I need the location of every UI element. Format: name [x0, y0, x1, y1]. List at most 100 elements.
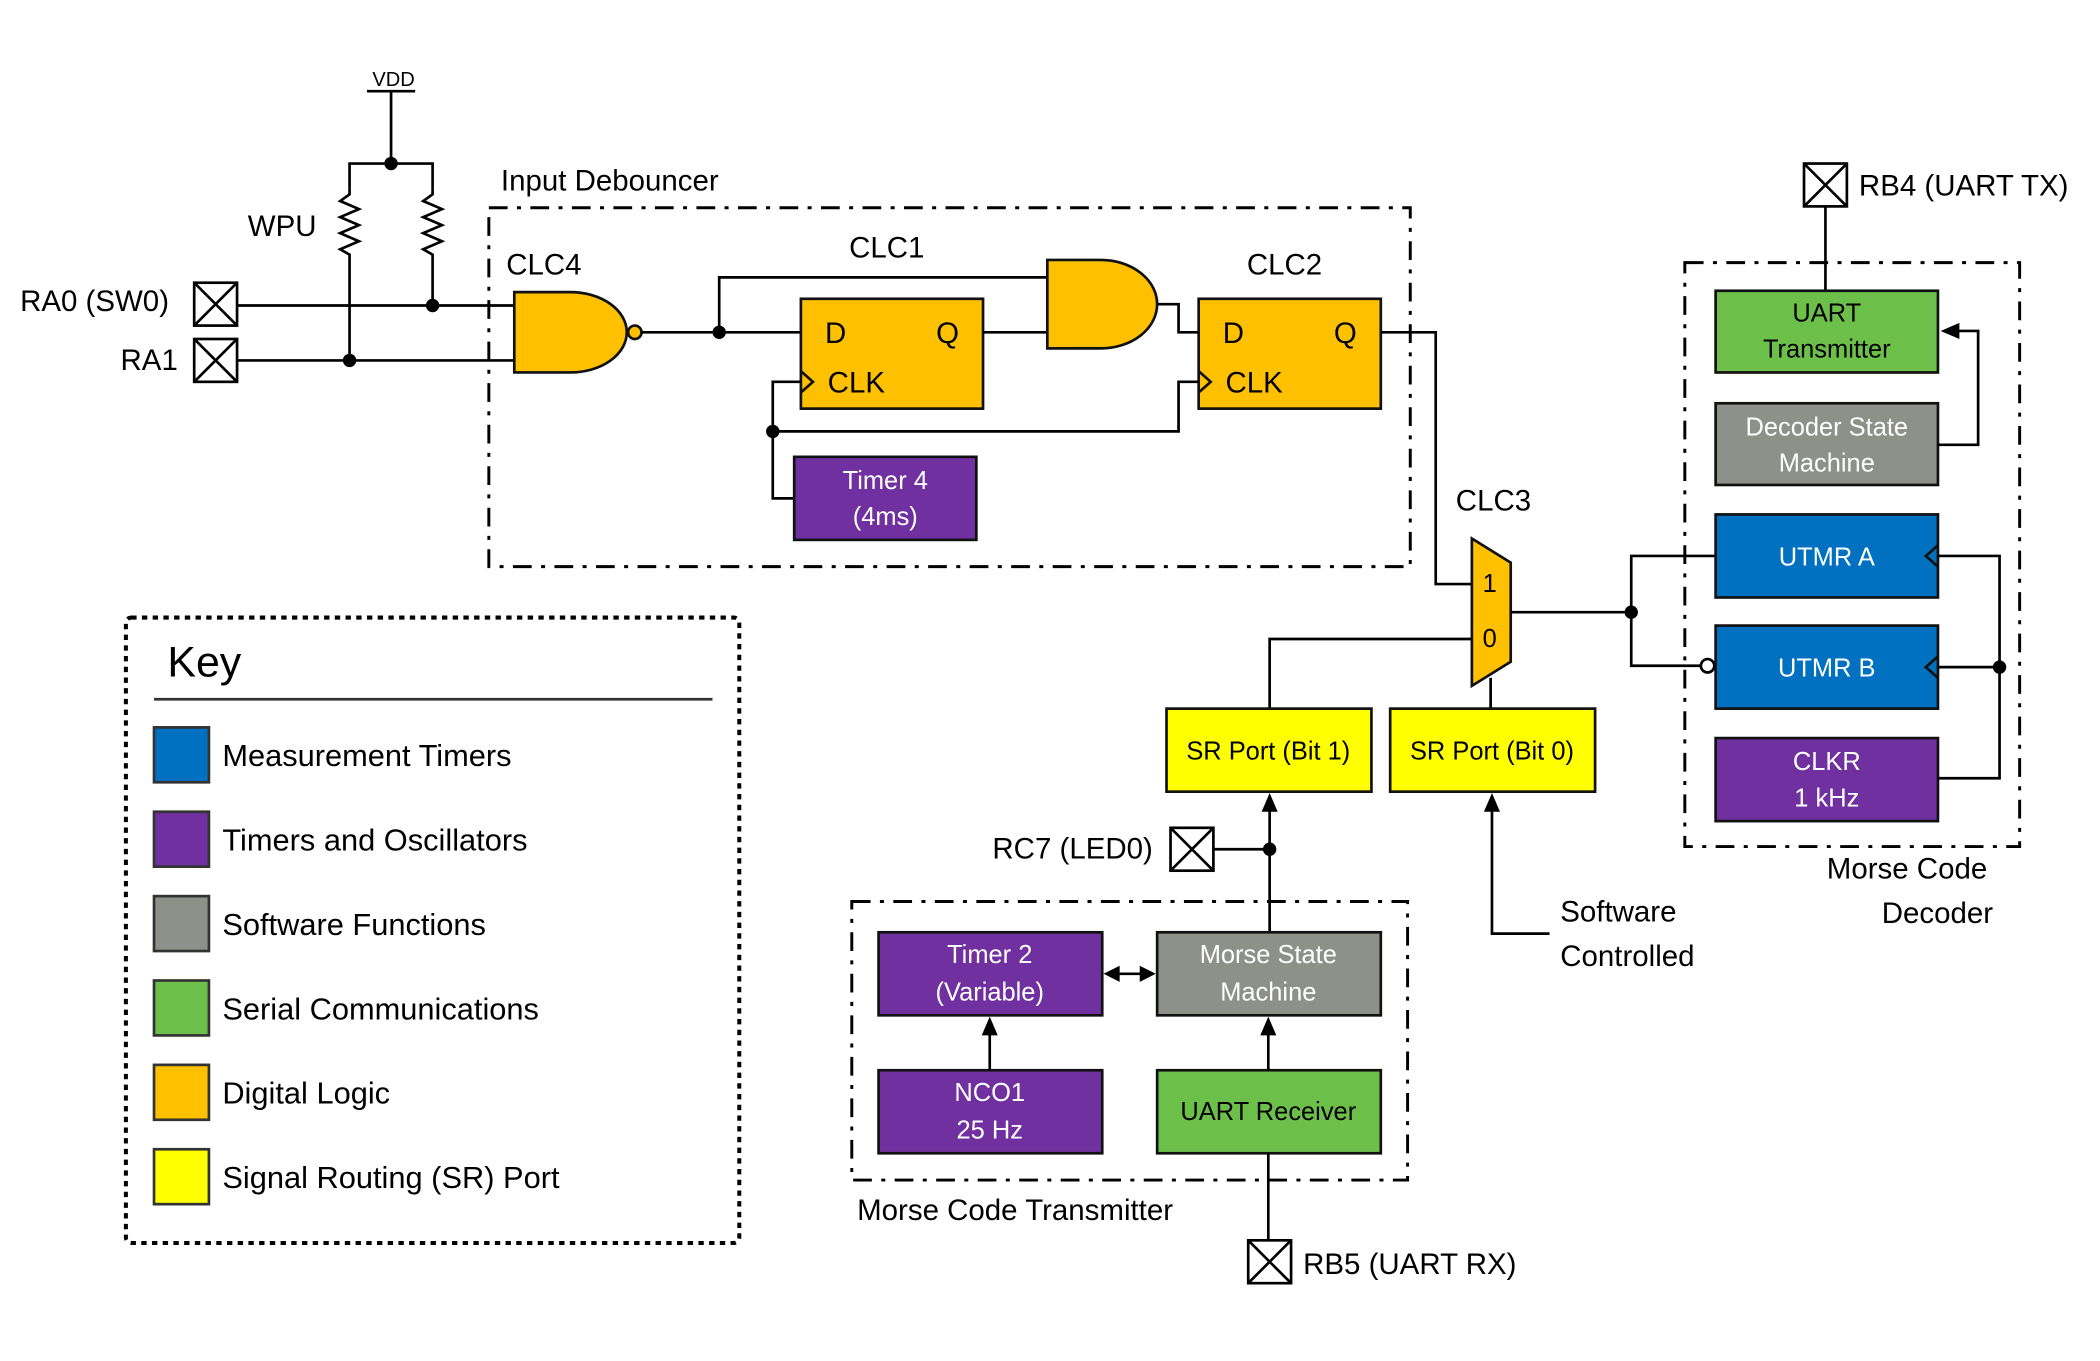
clc1-label: CLC1: [849, 231, 924, 264]
svg-text:Controlled: Controlled: [1560, 940, 1694, 973]
svg-text:Morse State: Morse State: [1200, 941, 1337, 969]
svg-text:NCO1: NCO1: [954, 1079, 1025, 1107]
clock-input-icon: [1923, 544, 1939, 568]
clc3-mux: 1 0: [1470, 536, 1513, 689]
svg-text:Machine: Machine: [1779, 450, 1875, 478]
arrow-left-icon: [1940, 322, 1960, 339]
svg-text:RB5 (UART RX): RB5 (UART RX): [1303, 1248, 1516, 1281]
pin-rc7: RC7 (LED0): [992, 826, 1215, 873]
legend-label: Measurement Timers: [222, 738, 511, 773]
decoder-state-machine-block: Decoder State Machine: [1714, 401, 1940, 487]
svg-text:CLKR: CLKR: [1793, 748, 1861, 776]
arrow-up-icon: [1261, 793, 1278, 812]
and-gate: [1045, 258, 1159, 350]
inversion-bubble: [626, 324, 643, 341]
legend-swatch: [152, 894, 211, 953]
uart-transmitter-block: UART Transmitter: [1714, 289, 1940, 374]
svg-text:UTMR B: UTMR B: [1778, 654, 1876, 682]
svg-text:UART: UART: [1792, 300, 1861, 328]
morse-decoder-label: Morse Code: [1827, 853, 1987, 886]
wpu-label: WPU: [248, 210, 317, 243]
clock-input-icon: [1923, 655, 1939, 679]
svg-text:Machine: Machine: [1220, 979, 1316, 1007]
clc4-label: CLC4: [506, 249, 581, 282]
legend-item: Timers and Oscillators: [152, 810, 528, 868]
clc2-flip-flop: D Q CLK: [1197, 297, 1383, 410]
resistor-wpu-1: [336, 187, 363, 360]
svg-text:Transmitter: Transmitter: [1763, 336, 1891, 364]
timer4-block: Timer 4 (4ms): [792, 455, 978, 542]
inversion-bubble: [1699, 657, 1716, 674]
svg-text:Decoder State: Decoder State: [1745, 413, 1908, 441]
morse-decoder-group: [1683, 261, 2022, 849]
svg-text:RA1: RA1: [121, 344, 178, 377]
pin-ra0: RA0 (SW0): [20, 281, 239, 327]
pin-rb5: RB5 (UART RX): [1246, 1238, 1516, 1285]
svg-text:CLK: CLK: [1225, 367, 1283, 400]
legend-item: Digital Logic: [152, 1063, 390, 1122]
arrow-right-icon: [1139, 965, 1156, 982]
svg-text:CLK: CLK: [828, 367, 886, 400]
legend-item: Signal Routing (SR) Port: [152, 1147, 560, 1206]
pin-ra1: RA1: [121, 337, 239, 384]
input-debouncer-group: [487, 206, 1412, 569]
vdd-supply: VDD WPU: [248, 69, 446, 360]
legend-item: Serial Communications: [152, 979, 539, 1037]
clock-edge-icon: [1197, 370, 1213, 394]
svg-text:RB4 (UART TX): RB4 (UART TX): [1859, 170, 2069, 203]
morse-transmitter-label: Morse Code Transmitter: [857, 1194, 1173, 1227]
vdd-label: VDD: [372, 69, 414, 91]
pin-rb4: RB4 (UART TX): [1802, 162, 2069, 208]
legend-label: Digital Logic: [222, 1076, 390, 1111]
legend-title: Key: [167, 638, 241, 686]
clc3-label: CLC3: [1456, 484, 1531, 517]
svg-text:UTMR A: UTMR A: [1779, 543, 1875, 571]
utmr-b-block: UTMR B: [1714, 624, 1940, 710]
clkr-block: CLKR 1 kHz: [1714, 736, 1940, 823]
sr-port-bit0: SR Port (Bit 0): [1388, 707, 1597, 793]
clc1-flip-flop: D Q CLK: [799, 297, 985, 410]
legend-label: Serial Communications: [222, 991, 539, 1026]
input-debouncer-label: Input Debouncer: [501, 164, 719, 197]
svg-text:0: 0: [1483, 625, 1497, 653]
svg-text:Q: Q: [1334, 317, 1357, 350]
legend-swatch: [152, 979, 211, 1037]
software-controlled-label: Software: [1560, 896, 1676, 929]
uart-receiver-block: UART Receiver: [1155, 1068, 1383, 1155]
legend-swatch: [152, 726, 211, 784]
svg-text:(Variable): (Variable): [936, 979, 1044, 1007]
legend-swatch: [152, 1147, 211, 1206]
clc2-label: CLC2: [1247, 249, 1322, 282]
svg-text:D: D: [825, 317, 846, 350]
svg-text:Timer 4: Timer 4: [843, 467, 928, 495]
arrow-up-icon: [981, 1016, 998, 1036]
arrow-up-icon: [1483, 793, 1500, 812]
resistor-wpu-2: [419, 187, 446, 306]
clc4-nand-gate: [512, 290, 629, 374]
morse-transmitter-group: [850, 900, 1410, 1182]
legend-label: Signal Routing (SR) Port: [222, 1160, 560, 1195]
legend-label: Software Functions: [222, 907, 486, 942]
svg-text:D: D: [1223, 317, 1244, 350]
svg-text:1: 1: [1483, 570, 1497, 598]
sr-port-bit1: SR Port (Bit 1): [1165, 707, 1373, 793]
timer2-block: Timer 2 (Variable): [877, 930, 1104, 1017]
svg-text:RC7 (LED0): RC7 (LED0): [992, 833, 1152, 866]
legend-swatch: [152, 810, 211, 868]
arrow-up-icon: [1260, 1016, 1277, 1036]
legend-label: Timers and Oscillators: [222, 823, 527, 858]
svg-text:SR Port (Bit 0): SR Port (Bit 0): [1410, 738, 1574, 766]
arrow-left-icon: [1103, 965, 1120, 982]
svg-text:SR Port (Bit 1): SR Port (Bit 1): [1186, 738, 1350, 766]
svg-text:Timer 2: Timer 2: [947, 941, 1032, 969]
svg-text:1 kHz: 1 kHz: [1794, 784, 1859, 812]
svg-text:Q: Q: [936, 317, 959, 350]
svg-text:Decoder: Decoder: [1882, 897, 1994, 930]
morse-state-machine-block: Morse State Machine: [1155, 930, 1383, 1017]
legend-item: Software Functions: [152, 894, 486, 953]
clock-edge-icon: [800, 370, 815, 394]
nco1-block: NCO1 25 Hz: [877, 1068, 1104, 1155]
legend-swatch: [152, 1063, 211, 1122]
